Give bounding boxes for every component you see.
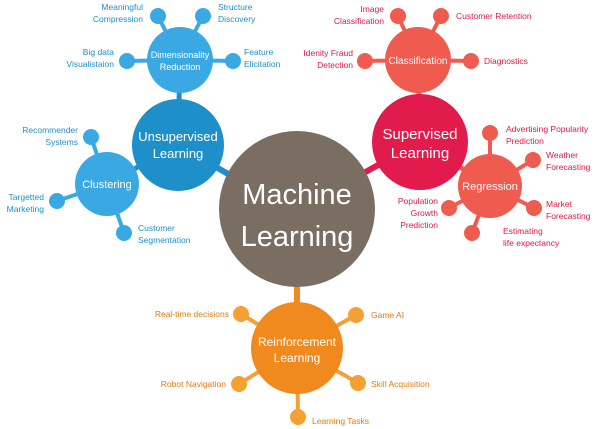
leaf-label-feature-elicitation-1: Feature — [244, 47, 274, 57]
leaf-dot — [119, 53, 135, 69]
leaf-dot — [348, 307, 364, 323]
leaf-label-meaningful-compression-1: Meaningful — [101, 2, 143, 12]
leaf-labels: Meaningful Compression Structure Discove… — [7, 2, 591, 426]
leaf-dot — [233, 306, 249, 322]
reinforcement-learning-node — [251, 302, 343, 394]
leaf-label-structure-discovery-1: Structure — [218, 2, 253, 12]
leaf-label-targetted-2: Marketing — [7, 204, 45, 214]
leaf-label-advertising-2: Prediction — [506, 136, 544, 146]
leaf-dot — [463, 53, 479, 69]
clustering-label: Clustering — [82, 179, 132, 191]
clustering-node — [75, 152, 139, 216]
supervised-learning-label-line1: Supervised — [382, 126, 457, 143]
leaf-label-feature-elicitation-2: Elicitation — [244, 59, 281, 69]
leaf-label-customer-retention: Customer Retention — [456, 11, 532, 21]
leaf-label-weather-1: Weather — [546, 150, 578, 160]
leaf-dot — [464, 225, 480, 241]
leaf-label-big-data-2: Visualistaion — [66, 59, 114, 69]
leaf-dot — [49, 193, 65, 209]
reinforcement-learning-label-line1: Reinforcement — [258, 335, 337, 349]
leaf-label-robot-navigation: Robot Navigation — [161, 379, 226, 389]
leaf-dots — [49, 8, 542, 425]
machine-learning-node — [219, 131, 375, 287]
leaf-label-identity-fraud-2: Detection — [317, 60, 353, 70]
leaf-label-customer-seg-1: Customer — [138, 223, 175, 233]
leaf-label-meaningful-compression-2: Compression — [93, 14, 143, 24]
leaf-label-life-expectancy-2: life expectancy — [503, 238, 560, 248]
leaf-label-advertising-1: Advertising Popularity — [506, 124, 589, 134]
leaf-label-population-3: Prediction — [400, 220, 438, 230]
leaf-dot — [195, 8, 211, 24]
machine-learning-label-line1: Machine — [242, 179, 352, 211]
leaf-label-weather-2: Forecasting — [546, 162, 591, 172]
leaf-label-skill-acquisition: Skill Acquisition — [371, 379, 430, 389]
leaf-label-identity-fraud-1: Idenity Fraud — [303, 48, 353, 58]
unsupervised-learning-node — [132, 99, 224, 191]
unsupervised-learning-label-line1: Unsupervised — [138, 129, 218, 144]
leaf-label-population-1: Population — [398, 196, 438, 206]
leaf-label-customer-seg-2: Segmentation — [138, 235, 191, 245]
leaf-label-real-time-decisions: Real-time decisions — [155, 309, 229, 319]
dimensionality-reduction-node — [147, 27, 213, 93]
leaf-dot — [441, 200, 457, 216]
leaf-dot — [116, 225, 132, 241]
dimensionality-reduction-label-line2: Reduction — [160, 62, 201, 72]
leaf-dot — [231, 376, 247, 392]
leaf-dot — [433, 8, 449, 24]
leaf-label-big-data-1: Big data — [83, 47, 114, 57]
leaf-label-market-2: Forecasting — [546, 211, 591, 221]
leaf-label-market-1: Market — [546, 199, 573, 209]
supervised-learning-node — [372, 94, 468, 190]
leaf-label-learning-tasks: Learning Tasks — [312, 416, 369, 426]
leaf-label-targetted-1: Targetted — [9, 192, 45, 202]
leaf-dot — [150, 8, 166, 24]
unsupervised-learning-label-line2: Learning — [153, 146, 204, 161]
leaf-label-image-classification-2: Classification — [334, 16, 384, 26]
regression-label: Regression — [462, 181, 518, 193]
reinforcement-learning-label-line2: Learning — [274, 351, 321, 365]
leaf-dot — [83, 129, 99, 145]
leaf-label-population-2: Growth — [411, 208, 439, 218]
leaf-label-game-ai: Game AI — [371, 310, 404, 320]
leaf-dot — [390, 8, 406, 24]
supervised-learning-label-line2: Learning — [391, 145, 449, 162]
leaf-label-recommender-2: Systems — [45, 137, 78, 147]
leaf-label-image-classification-1: Image — [360, 4, 384, 14]
classification-node — [385, 27, 451, 93]
machine-learning-label-line2: Learning — [241, 221, 354, 253]
nodes: Dimensionality Reduction Clustering Unsu… — [75, 27, 522, 394]
leaf-dot — [526, 200, 542, 216]
leaf-label-life-expectancy-1: Estimating — [503, 226, 543, 236]
leaf-dot — [357, 53, 373, 69]
leaf-dot — [225, 53, 241, 69]
classification-label: Classification — [389, 56, 448, 67]
leaf-label-recommender-1: Recommender — [22, 125, 78, 135]
leaf-dot — [290, 409, 306, 425]
dimensionality-reduction-label-line1: Dimensionality — [151, 50, 210, 60]
regression-node — [458, 154, 522, 218]
leaf-dot — [350, 375, 366, 391]
leaf-dot — [482, 125, 498, 141]
leaf-label-structure-discovery-2: Discovery — [218, 14, 256, 24]
leaf-label-diagnostics: Diagnostics — [484, 56, 528, 66]
leaf-dot — [525, 152, 541, 168]
